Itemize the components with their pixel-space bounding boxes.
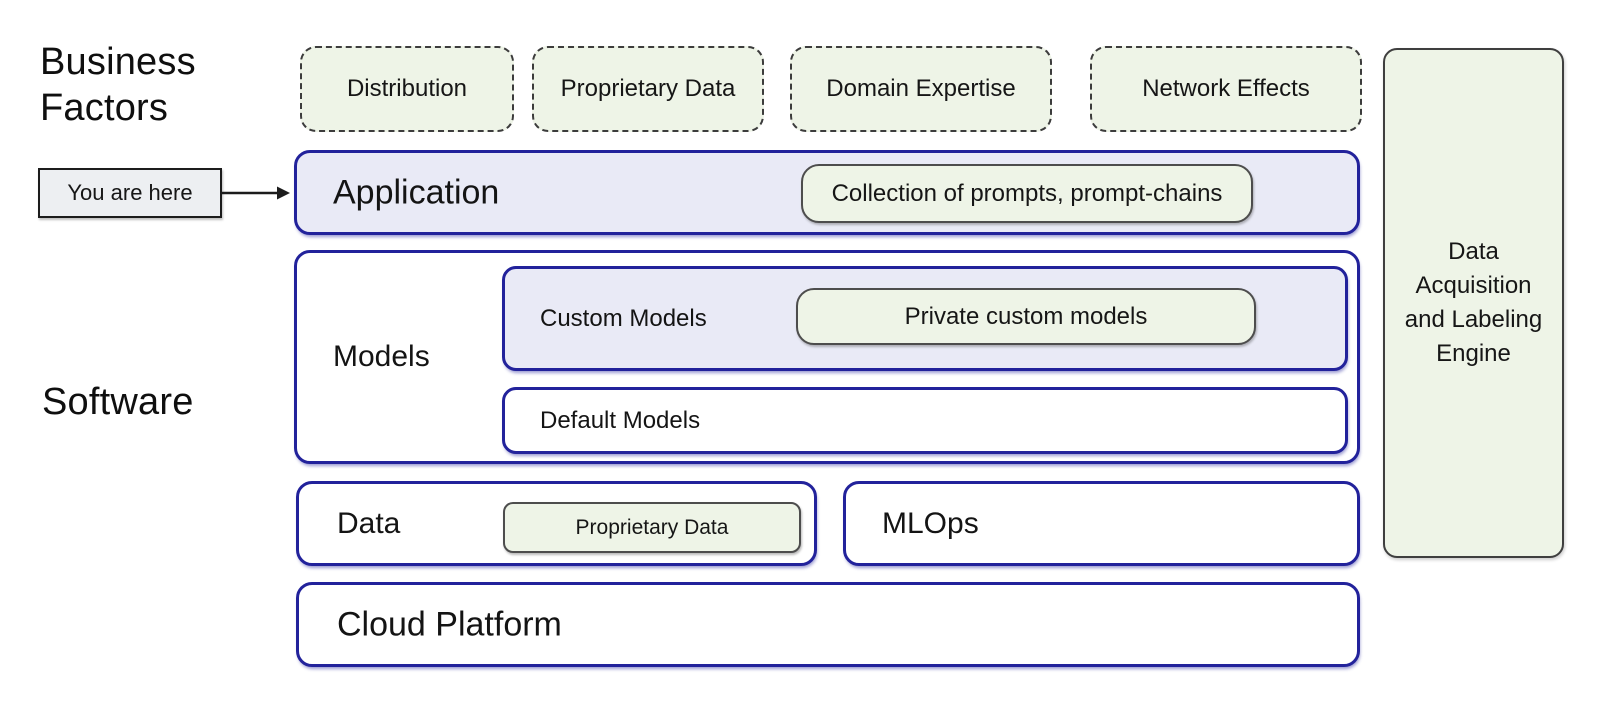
- mlops-box: MLOps: [843, 481, 1360, 566]
- you-are-here-box: You are here: [38, 168, 222, 218]
- application-title: Application: [333, 173, 500, 211]
- data-acquisition-panel: Data Acquisition and Labeling Engine: [1383, 48, 1564, 558]
- data-acquisition-label: Data Acquisition and Labeling Engine: [1404, 237, 1543, 368]
- default-models-title: Default Models: [540, 406, 701, 434]
- business-factor-label: Domain Expertise: [826, 75, 1016, 102]
- custom-models-box: Custom Models Private custom models: [502, 266, 1348, 371]
- models-box: Models Custom Models Private custom mode…: [294, 250, 1360, 464]
- private-custom-models-badge: Private custom models: [796, 288, 1256, 345]
- proprietary-data-badge: Proprietary Data: [503, 502, 801, 553]
- private-custom-models-label: Private custom models: [904, 302, 1148, 330]
- mlops-title: MLOps: [882, 506, 979, 540]
- default-models-box: Default Models: [502, 387, 1348, 454]
- business-factors-label: Business Factors: [40, 41, 196, 129]
- cloud-platform-box: Cloud Platform: [296, 582, 1360, 667]
- software-label: Software: [42, 381, 194, 423]
- arrow-icon: [222, 186, 290, 200]
- prompts-collection-label: Collection of prompts, prompt-chains: [831, 179, 1223, 207]
- business-factor-distribution: Distribution: [300, 46, 514, 132]
- business-factor-domain-expertise: Domain Expertise: [790, 46, 1052, 132]
- business-factor-network-effects: Network Effects: [1090, 46, 1362, 132]
- you-are-here-label: You are here: [67, 180, 193, 205]
- custom-models-title: Custom Models: [540, 304, 707, 332]
- prompts-collection-badge: Collection of prompts, prompt-chains: [801, 164, 1253, 223]
- business-factor-label: Distribution: [346, 75, 468, 102]
- business-factor-label: Proprietary Data: [560, 75, 736, 102]
- data-title: Data: [337, 506, 401, 540]
- business-factor-proprietary-data: Proprietary Data: [532, 46, 764, 132]
- data-box: Data Proprietary Data: [296, 481, 817, 566]
- business-factor-label: Network Effects: [1142, 75, 1310, 102]
- models-title: Models: [333, 340, 430, 373]
- cloud-platform-title: Cloud Platform: [337, 605, 562, 643]
- proprietary-data-label: Proprietary Data: [575, 515, 729, 539]
- application-box: Application Collection of prompts, promp…: [294, 150, 1360, 235]
